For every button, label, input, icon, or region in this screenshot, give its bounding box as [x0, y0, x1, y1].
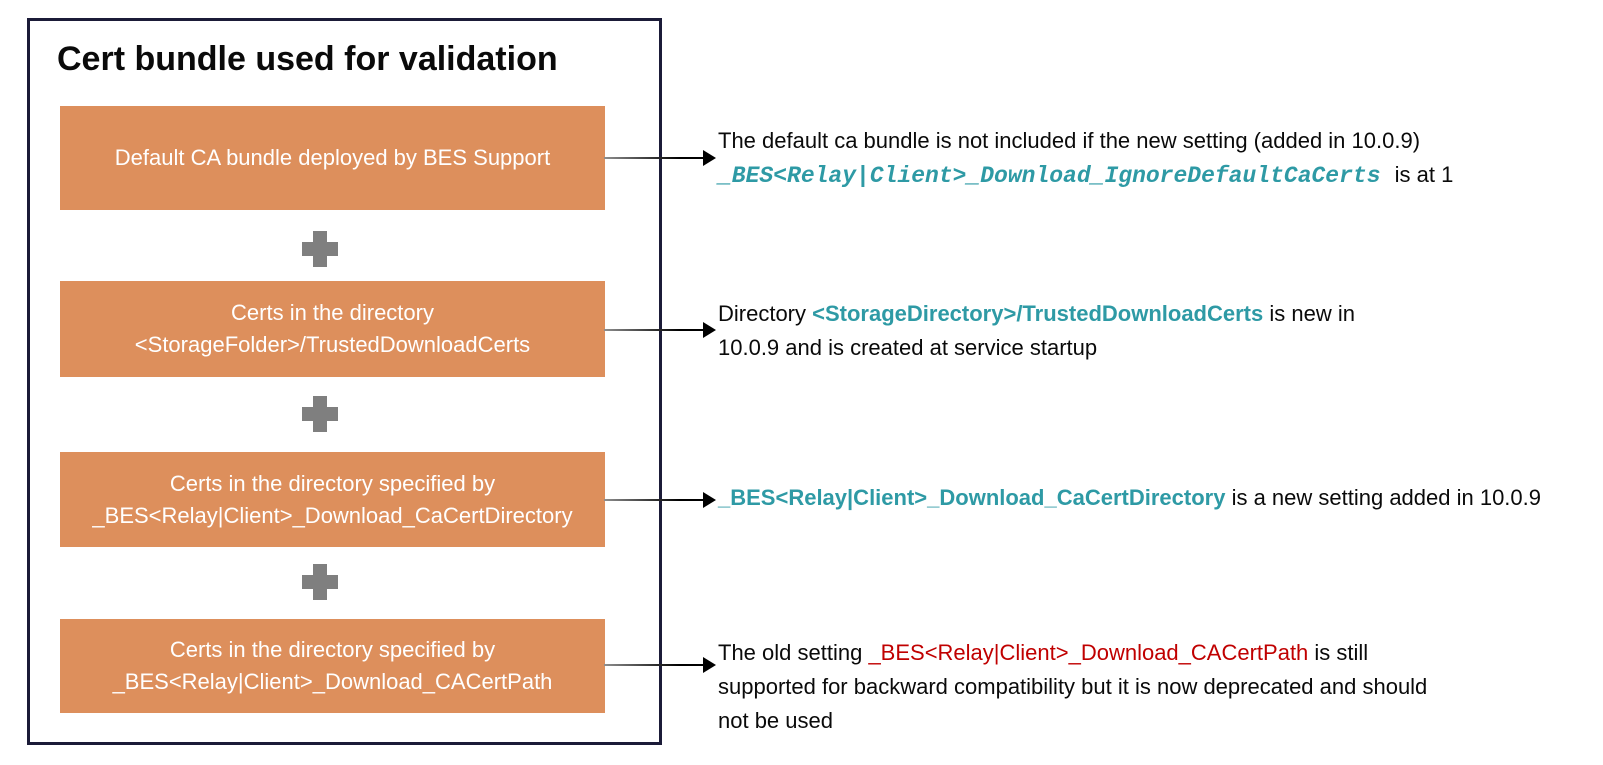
- annotation-text: The old setting: [718, 640, 869, 665]
- plus-icon: [302, 231, 338, 267]
- plus-icon: [302, 564, 338, 600]
- box-line: _BES<Relay|Client>_Download_CACertPath: [112, 669, 553, 694]
- setting-name-code: _BES<Relay|Client>_Download_IgnoreDefaul…: [718, 163, 1381, 189]
- box-cacert-directory: Certs in the directory specified by _BES…: [60, 452, 605, 547]
- directory-name-highlight: <StorageDirectory>/TrustedDownloadCerts: [812, 301, 1264, 326]
- box-line: Certs in the directory: [231, 300, 434, 325]
- annotation-trusted-download-certs: Directory <StorageDirectory>/TrustedDown…: [718, 297, 1423, 365]
- annotation-text: is still: [1308, 640, 1369, 665]
- annotation-ignore-default-cacerts: The default ca bundle is not included if…: [718, 124, 1598, 193]
- arrow-head: [703, 492, 716, 508]
- box-default-ca-bundle: Default CA bundle deployed by BES Suppor…: [60, 106, 605, 210]
- annotation-text: is new in: [1263, 301, 1355, 326]
- annotation-text: is at 1: [1388, 162, 1454, 187]
- arrow-right-icon: [604, 322, 716, 338]
- annotation-text: not be used: [718, 708, 833, 733]
- arrow-line: [604, 329, 705, 331]
- annotation-text: Directory: [718, 301, 813, 326]
- box-line: <StorageFolder>/TrustedDownloadCerts: [134, 332, 531, 357]
- box-line: Certs in the directory specified by: [169, 470, 496, 496]
- box-cacert-path: Certs in the directory specified by _BES…: [60, 619, 605, 713]
- arrow-right-icon: [604, 657, 716, 673]
- box-line: Certs in the directory specified by: [169, 637, 496, 662]
- annotation-text: is a new setting added in 10.0.9: [1225, 485, 1542, 510]
- plus-icon: [302, 396, 338, 432]
- box-line: Default CA bundle deployed by BES Suppor…: [114, 145, 551, 170]
- annotation-text: The default ca bundle is not included if…: [718, 128, 1421, 153]
- arrow-head: [703, 657, 716, 673]
- annotation-text: supported for backward compatibility but…: [718, 674, 1428, 699]
- page-title: Cert bundle used for validation: [57, 40, 558, 78]
- arrow-line: [604, 499, 705, 501]
- box-trusted-download-certs: Certs in the directory <StorageFolder>/T…: [60, 281, 605, 377]
- annotation-cacert-path-deprecated: The old setting _BES<Relay|Client>_Downl…: [718, 636, 1538, 738]
- arrow-head: [703, 322, 716, 338]
- arrow-line: [604, 664, 705, 666]
- setting-name-highlight: _BES<Relay|Client>_Download_CaCertDirect…: [718, 485, 1226, 510]
- deprecated-setting-name: _BES<Relay|Client>_Download_CACertPath: [868, 640, 1309, 665]
- arrow-line: [604, 157, 705, 159]
- box-line: _BES<Relay|Client>_Download_CaCertDirect…: [92, 502, 573, 528]
- annotation-cacert-directory: _BES<Relay|Client>_Download_CaCertDirect…: [718, 481, 1603, 515]
- arrow-right-icon: [604, 492, 716, 508]
- arrow-right-icon: [604, 150, 716, 166]
- annotation-text: 10.0.9 and is created at service startup: [718, 335, 1098, 360]
- arrow-head: [703, 150, 716, 166]
